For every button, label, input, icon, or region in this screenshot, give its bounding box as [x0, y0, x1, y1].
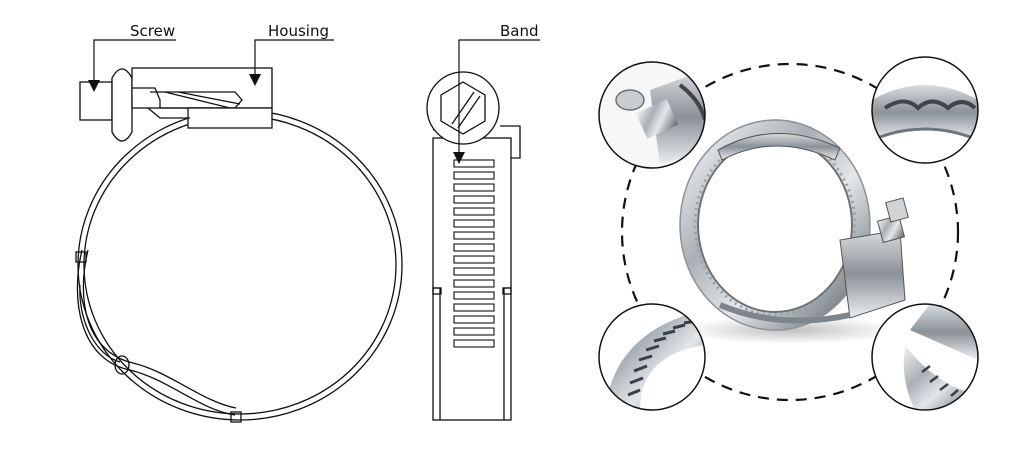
band-slots: [453, 159, 495, 348]
screw-label: Screw: [130, 22, 175, 40]
band-ring-outer: [77, 109, 403, 421]
housing-callout: Housing: [249, 22, 334, 86]
photo-details.0: [598, 61, 706, 169]
clamp-photo: [679, 119, 909, 331]
photo-details.1: [871, 56, 979, 164]
screw-head: [79, 81, 113, 121]
side-view-drawing: [75, 67, 403, 423]
photo-details.3: [871, 303, 979, 411]
band-strip: [432, 137, 512, 421]
screw-callout: Screw: [88, 22, 176, 92]
front-view-drawing: [426, 71, 521, 421]
band-label: Band: [500, 22, 539, 40]
band-callout: Band: [453, 22, 540, 164]
dashed-ring: [620, 62, 960, 402]
photo-composition: [598, 56, 979, 411]
photo-details.2: [598, 303, 706, 411]
housing-label: Housing: [268, 22, 329, 40]
band-ring-inner: [83, 115, 397, 415]
